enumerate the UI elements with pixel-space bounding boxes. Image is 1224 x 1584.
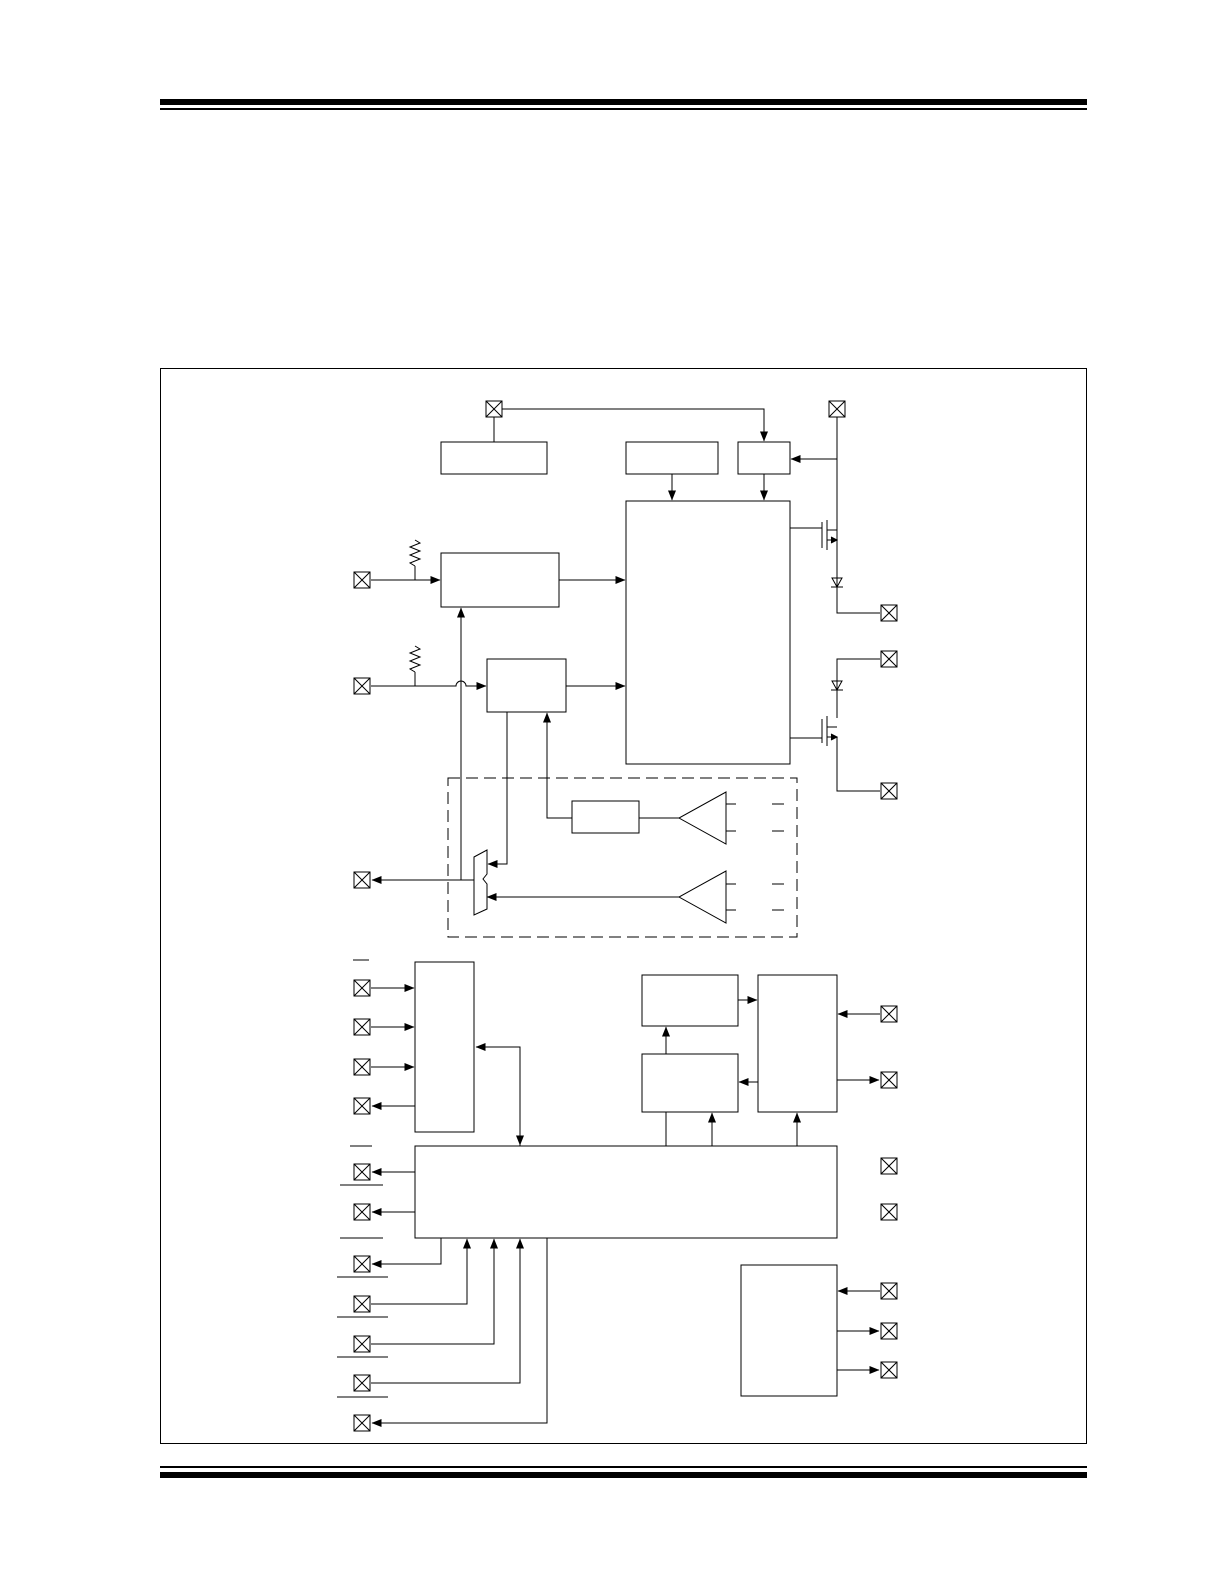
pin-left-in-6 [353,1335,371,1353]
pin-left-in-7 [353,1374,371,1392]
pin-top-right-supply [828,400,846,418]
wire-input-2 [371,680,487,690]
pin-left-bus-out-1 [353,1097,371,1115]
header-rule-thick [160,99,1087,105]
pin-right-in-1 [880,1005,898,1023]
pin-right-out-5 [880,1361,898,1379]
pin-right-out-4 [880,1322,898,1340]
footer-rule-thin [160,1466,1087,1468]
pin-left-out-8 [353,1414,371,1432]
resistor-pullup-2 [408,645,422,673]
resistor-pullup-1 [408,539,422,567]
wire-upper-output [836,587,880,614]
pin-right-output-2 [880,650,898,668]
wire-lower-output-bottom [836,737,880,792]
pin-left-bus-in-1 [353,979,371,997]
footer-rule-thick [160,1472,1087,1478]
wire-ctrl-in-7 [371,1238,524,1384]
wire-lower-output-top [836,658,880,718]
diode-lower [831,680,843,692]
multiplexer [473,849,488,916]
wire-ctrl-out-4 [371,1238,442,1268]
pin-left-bus-in-2 [353,1018,371,1036]
block-input-1 [440,552,560,608]
wire-ctrl-out-8 [371,1238,548,1427]
header-rule-thin [160,108,1087,110]
wire-bus-to-controller [475,1043,521,1146]
pin-right-unconnected-1 [880,1157,898,1175]
diode-upper [831,577,843,589]
dashed-region [447,777,798,938]
block-output-logic [625,500,791,765]
pin-right-output-1 [880,604,898,622]
wire-top-pin-to-small-block [502,408,768,442]
pin-left-input-1 [353,571,371,589]
pin-left-out-4 [353,1255,371,1273]
pin-left-bus-in-3 [353,1058,371,1076]
pin-left-out-3 [353,1203,371,1221]
wire-filter-to-block2 [543,712,572,819]
pin-right-unconnected-2 [880,1203,898,1221]
block-filter [571,800,640,834]
pin-right-output-3 [880,782,898,800]
pin-right-in-3 [880,1282,898,1300]
pin-left-input-2 [353,677,371,695]
wire-ctrl-in-6 [371,1238,498,1345]
wire-block2-to-mux [487,712,508,868]
comparator-lower [677,870,727,924]
pin-left-out-2 [353,1163,371,1181]
figure-frame [160,368,1087,1444]
block-right-upper [641,974,739,1027]
block-input-2 [486,658,567,713]
block-bus-interface [414,961,475,1133]
block-right-lower [641,1053,739,1113]
block-top-left [440,441,548,475]
block-main-controller [414,1145,838,1239]
pin-right-out-2 [880,1071,898,1089]
block-top-small [737,441,791,475]
comparator-upper [677,791,727,845]
wire-ctrl-in-5 [371,1238,471,1305]
pin-left-analog-output [353,871,371,889]
block-bottom-right [740,1264,838,1397]
pin-left-in-5 [353,1295,371,1313]
block-right-tall [757,974,838,1113]
block-top-middle [625,441,719,475]
pin-top-input [485,400,503,418]
